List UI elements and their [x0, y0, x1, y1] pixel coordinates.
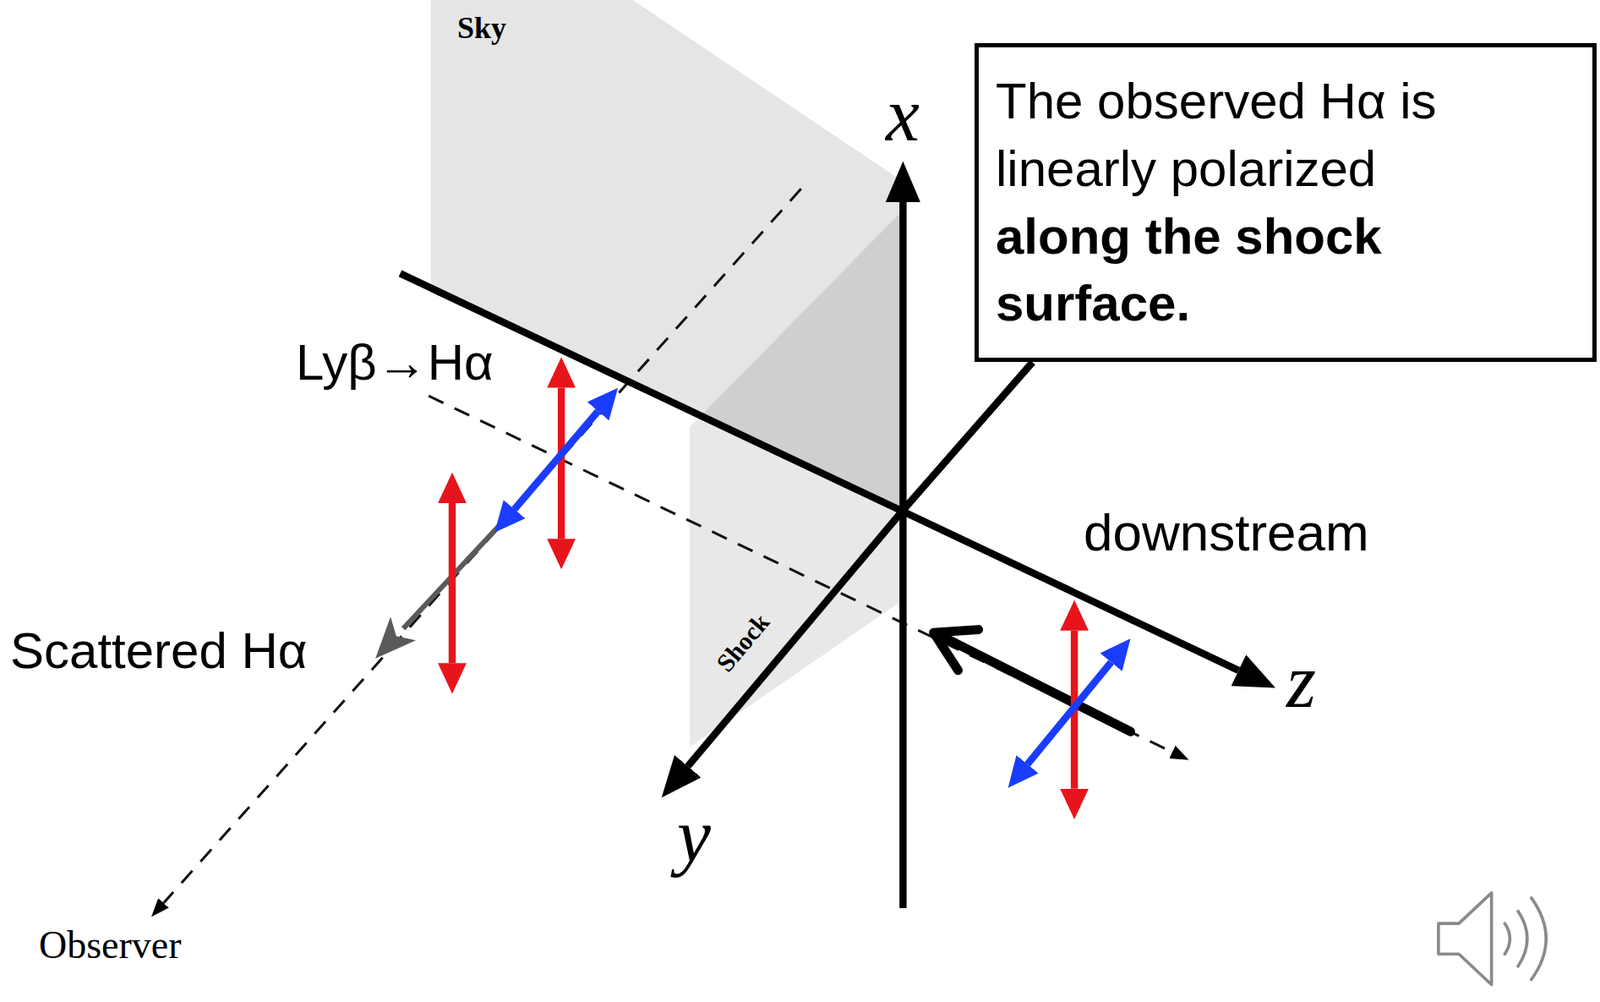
polarization-arrow	[514, 410, 599, 509]
sound-wave	[1518, 911, 1528, 967]
axis-label: x	[885, 76, 920, 153]
line-of-sight	[163, 188, 802, 903]
callout-text: The observed Hα is linearly polarized	[995, 67, 1576, 203]
sound-wave	[1531, 897, 1546, 980]
shock-plane	[689, 210, 903, 748]
plane-label: Sky	[457, 10, 507, 47]
y-axis	[688, 361, 1033, 766]
axis-label: y	[677, 797, 711, 874]
observer-label: Observer	[38, 921, 182, 968]
process-label: Lyβ→Hα	[295, 332, 494, 394]
callout-emphasis: along the shock surface.	[995, 202, 1576, 339]
callout-box: The observed Hα is linearly polarizedalo…	[974, 43, 1597, 362]
polarization-arrow	[448, 502, 456, 663]
speaker-icon	[1438, 892, 1546, 985]
speaker-body	[1438, 892, 1492, 985]
plane-label: Shock	[709, 606, 776, 678]
polarization-arrow	[1027, 661, 1112, 765]
sound-wave	[1504, 922, 1510, 954]
flow-arrow-head	[933, 629, 979, 671]
flow-line	[428, 395, 1173, 752]
sky-plane	[431, 0, 904, 510]
polarization-arrow	[557, 387, 565, 540]
axis-label: z	[1286, 643, 1317, 720]
x-axis	[899, 202, 907, 908]
arrow-label: Scattered Hα	[10, 620, 308, 682]
region-label: downstream	[1083, 501, 1370, 564]
flow-arrow	[939, 634, 1131, 732]
